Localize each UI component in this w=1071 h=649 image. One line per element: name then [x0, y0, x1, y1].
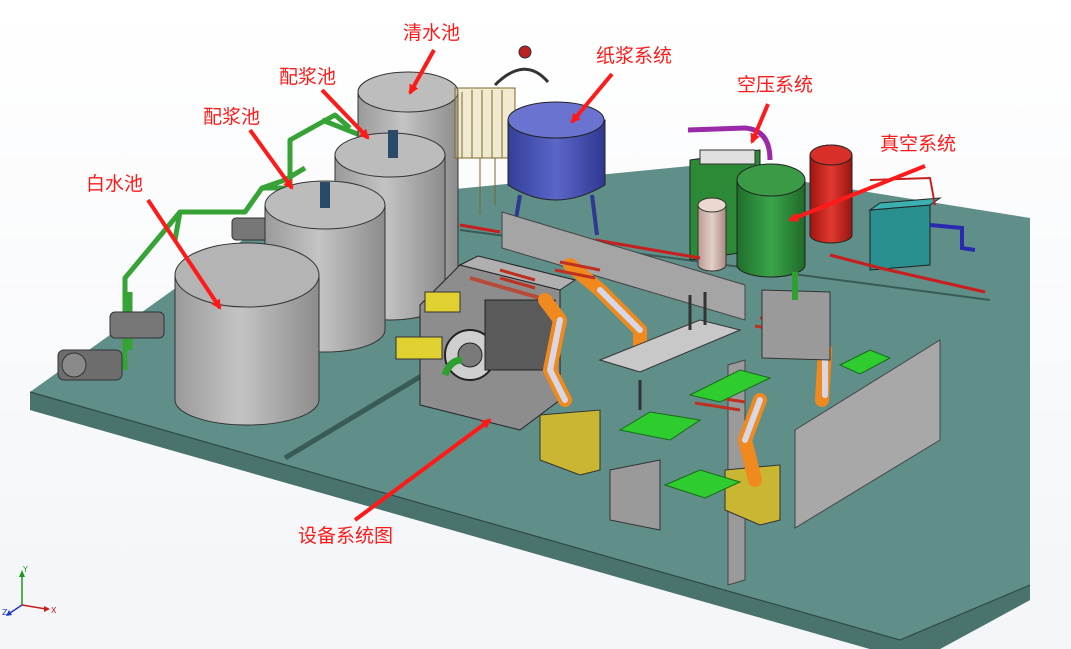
label-equipment-system-diagram: 设备系统图	[298, 525, 394, 547]
label-air-pressure-system: 空压系统	[737, 74, 814, 96]
pump-motors	[57, 217, 269, 381]
platform-scaffold	[454, 45, 550, 215]
red-pipes	[459, 223, 701, 260]
white-water-tank	[174, 242, 320, 426]
air-receiver-tank	[809, 144, 853, 244]
vacuum-tank	[736, 163, 806, 278]
label-white-water-tank: 白水池	[86, 173, 144, 195]
green-conveyors	[618, 349, 892, 499]
label-pulp-system: 纸浆系统	[596, 45, 673, 67]
label-mixing-tank-1: 配浆池	[203, 106, 261, 128]
label-vacuum-system: 真空系统	[880, 133, 957, 155]
label-mixing-tank-2: 配浆池	[279, 66, 337, 88]
forming-machine	[395, 255, 577, 431]
press-stations	[598, 272, 831, 531]
axis-y-label: Y	[22, 565, 28, 574]
axis-x-label: X	[51, 606, 57, 615]
robot-bases	[539, 409, 781, 526]
axis-z-label: Z	[2, 608, 8, 617]
label-clear-water-tank: 清水池	[403, 22, 461, 44]
axis-triad: Y X Z	[2, 565, 57, 617]
pulp-tank	[507, 101, 606, 236]
mixing-tank-1	[264, 180, 386, 353]
